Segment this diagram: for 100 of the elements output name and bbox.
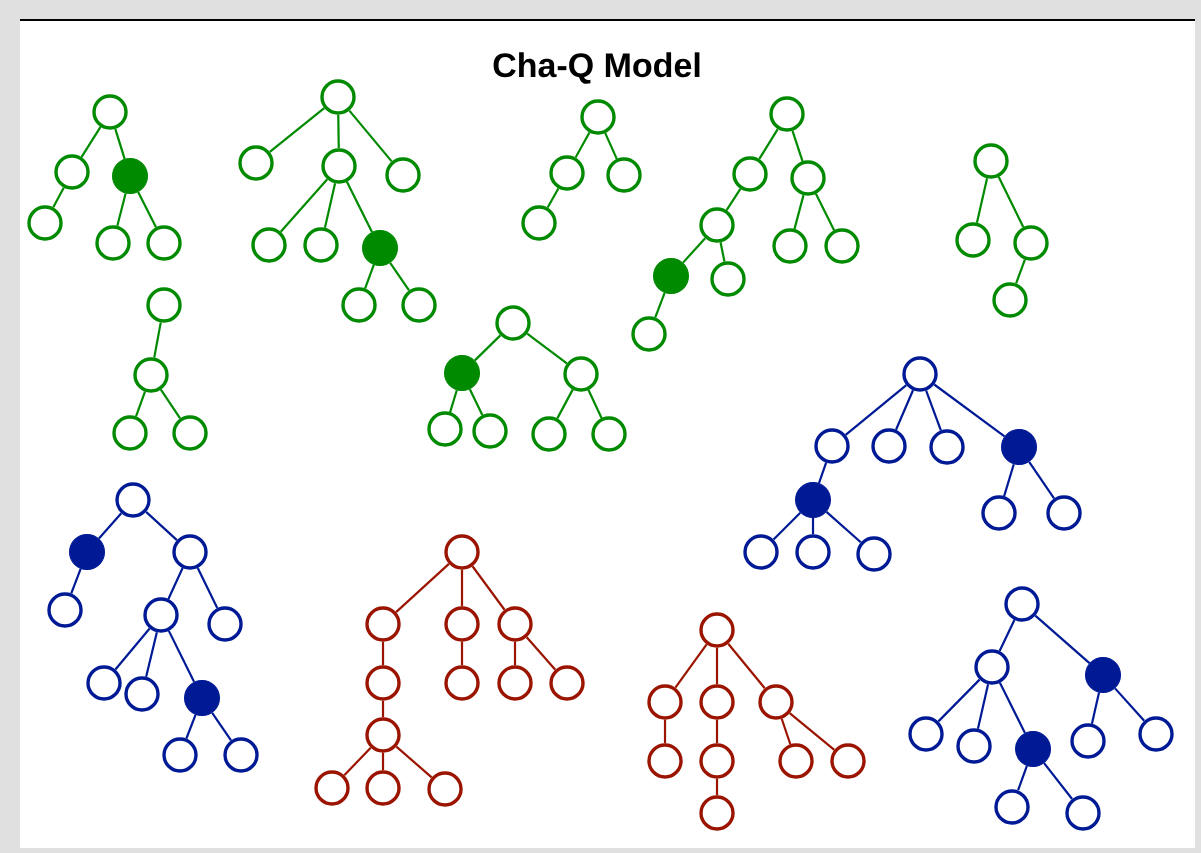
tree-edge [167,630,196,683]
tree-edge [825,511,862,544]
tree-edge [1090,692,1101,724]
tree-edge [674,643,708,689]
tree-edge [381,700,385,718]
filled-circle-node [653,258,689,294]
tree-edge [1003,463,1015,497]
tree-edge [145,511,178,541]
tree-edge [460,641,464,666]
tree-edge [772,511,802,541]
tree-edge [556,389,574,419]
tree-edge [814,193,836,231]
filled-circle-node [444,355,480,391]
filled-circle-node [1015,731,1051,767]
tree-edge [114,627,151,671]
tree-edge [460,569,464,607]
tree-edge [715,647,719,685]
tree-edge [52,187,65,208]
circle-node [699,795,735,831]
filled-circle-node [112,158,148,194]
tree-edge [98,512,123,540]
tree-edge [719,242,726,262]
filled-circle-node [1001,429,1037,465]
filled-circle-node [1085,657,1121,693]
tree-edge [811,518,815,535]
tree-edge [269,107,325,153]
tree-edge [727,643,766,689]
circle-node [427,771,463,807]
tree-edge [137,191,157,228]
tree-edge [758,128,779,160]
tree-edge [343,747,372,776]
tree-edge [381,752,385,771]
filled-circle-node [795,482,831,518]
tree-edge [449,389,458,413]
tree-edge [895,389,915,431]
tree-edge [663,719,667,744]
tree-edge [976,684,990,729]
tree-edge [474,334,502,362]
tree-edge [975,178,989,223]
tree-edge [70,568,82,594]
tree-edge [546,187,560,209]
tree-edge [793,194,805,230]
tree-edge [791,130,804,162]
tree-edge [323,183,337,228]
tree-edge [468,388,484,416]
tree-edge [279,178,329,233]
tree-edge [997,176,1025,228]
tree-edge [196,567,219,609]
tree-edge [817,462,828,484]
tree-edge [1043,762,1073,800]
tree-edge [1028,461,1055,499]
tree-edge [587,389,603,419]
tree-edge [389,262,410,291]
tree-edge [80,126,102,158]
tree-edge [925,390,942,431]
tree-edge [1015,259,1026,284]
tree-edge [337,114,340,149]
filled-circle-node [69,534,105,570]
tree-edge [185,714,197,739]
tree-edge [153,322,162,358]
tree-edge [780,718,792,745]
filled-circle-node [184,680,220,716]
tree-edge [574,131,591,159]
title: Cha-Q Model [493,52,700,84]
tree-edge [525,636,557,671]
tree-edge [211,712,232,741]
tree-edge [114,128,126,160]
circle-node [994,789,1030,825]
tree-edge [715,719,719,744]
circle-node [1138,716,1174,752]
tree-edge [604,132,618,160]
tree-edge [364,264,375,289]
tree-edge [471,565,506,611]
tree-edge [395,745,433,779]
tree-edge [998,682,1026,734]
tree-edge [1114,687,1145,722]
tree-edge [167,567,184,600]
tree-edge [526,332,568,365]
tree-edge [933,383,1006,438]
tree-edge [998,619,1016,652]
filled-circle-node [362,230,398,266]
circle-node [1065,795,1101,831]
tree-edge [1017,765,1028,791]
tree-edge [348,109,393,163]
tree-edge [345,181,373,233]
tree-edge [395,563,450,613]
tree-edge [145,631,158,678]
tree-edge [381,641,385,666]
tree-edge [715,778,719,796]
tree-edge [937,678,981,723]
tree-edge [654,292,666,318]
tree-edge [513,641,517,666]
tree-edge [789,712,835,751]
tree-edge [725,188,742,211]
tree-edge [845,384,907,436]
tree-edge [116,193,127,227]
tree-edge [159,389,182,419]
tree-edge [682,237,706,264]
tree-edge [1034,614,1091,664]
tree-edge [135,391,146,417]
